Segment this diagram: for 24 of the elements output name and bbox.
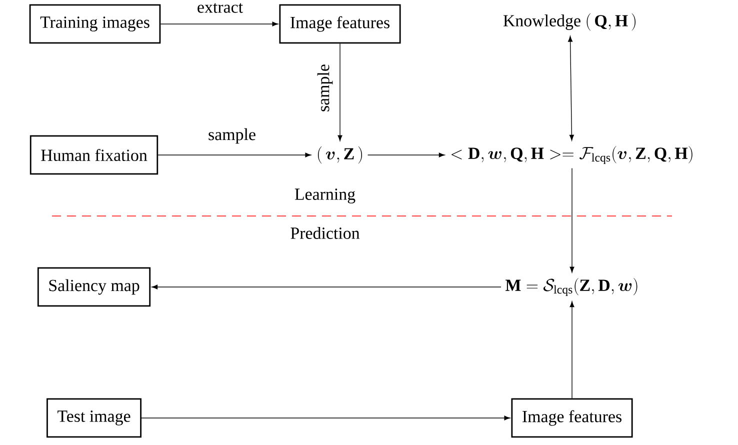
arrow bbox=[141, 416, 510, 420]
process-box: Training images bbox=[29, 4, 161, 44]
arrow bbox=[158, 152, 312, 158]
process-box: Human fixation bbox=[30, 135, 158, 175]
arrow bbox=[160, 22, 278, 26]
arrow bbox=[367, 152, 445, 158]
arrow bbox=[570, 168, 574, 273]
process-box: Test image bbox=[46, 398, 142, 438]
arrow bbox=[338, 43, 342, 142]
edge-label: extract bbox=[198, 3, 243, 13]
formula-text: $(\,\boldsymbol{v},\mathbf{Z}\,)$ bbox=[318, 146, 362, 164]
edge-label: sample bbox=[317, 64, 333, 112]
formula-text: $\text{Knowledge}\ (\,\mathbf{Q},\mathbf{H}\,)$ bbox=[503, 13, 636, 31]
edge-label: sample bbox=[208, 128, 256, 144]
section-label: Prediction bbox=[290, 227, 360, 239]
formula-text: $\mathbf{M}=\mathcal{S}_{\text{lcqs}}(\mathbf{Z},\mathbf{D},\boldsymbol{w})$ bbox=[506, 278, 638, 296]
formula-text: $<\mathbf{D},\boldsymbol{w},\mathbf{Q},\mathbf{H}>=\mathcal{F}_{\text{lcqs}}(\boldsymbol{v},\mathbf{Z},\mathbf{Q},\mathbf{H})$ bbox=[452, 146, 692, 164]
process-box: Image features bbox=[511, 398, 633, 438]
arrow bbox=[152, 284, 502, 290]
section-label: Learning bbox=[294, 188, 356, 204]
process-box: Image features bbox=[279, 4, 401, 44]
arrow bbox=[570, 301, 574, 399]
process-box: Saliency map bbox=[37, 267, 151, 307]
arrow bbox=[568, 36, 574, 141]
